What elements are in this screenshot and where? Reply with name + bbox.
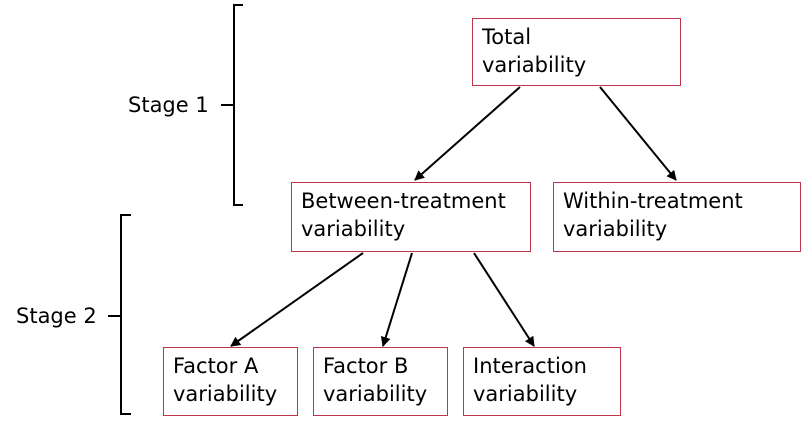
between-treatment-line2: variability [301,217,406,241]
arrow-between-to-factor-a [230,252,364,347]
arrow-total-to-between [414,86,521,181]
arrow-total-to-within [599,86,677,181]
interaction-box: Interaction variability [463,347,621,416]
factor-b-line2: variability [323,382,428,406]
total-variability-line1: Total [482,25,532,49]
within-treatment-box: Within-treatment variability [553,182,801,252]
total-variability-line2: variability [482,53,587,77]
total-variability-box: Total variability [472,18,681,86]
factor-a-line2: variability [173,382,278,406]
within-treatment-line2: variability [563,217,668,241]
factor-a-line1: Factor A [173,354,259,378]
stage2-bracket [108,214,131,415]
interaction-line1: Interaction [473,354,587,378]
stage1-bracket [221,4,243,206]
arrow-between-to-factor-b [380,252,413,347]
stage1-label: Stage 1 [128,93,209,117]
between-treatment-box: Between-treatment variability [291,182,531,252]
factor-b-line1: Factor B [323,354,409,378]
interaction-line2: variability [473,382,578,406]
arrow-between-to-interaction [473,252,535,347]
factor-a-box: Factor A variability [163,347,298,416]
between-treatment-line1: Between-treatment [301,189,506,213]
factor-b-box: Factor B variability [313,347,448,416]
stage2-label: Stage 2 [16,304,97,328]
within-treatment-line1: Within-treatment [563,189,743,213]
